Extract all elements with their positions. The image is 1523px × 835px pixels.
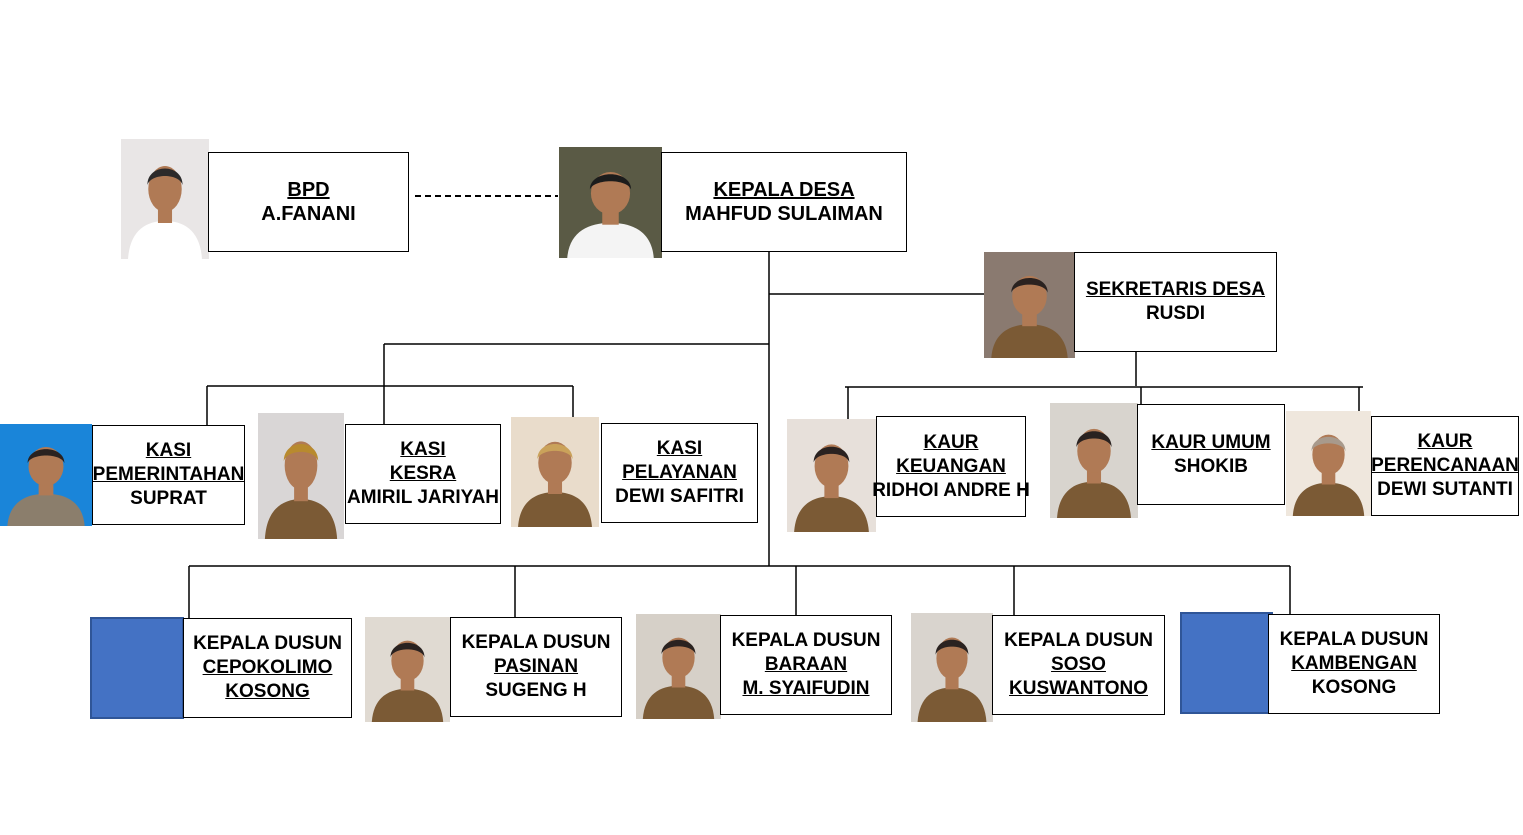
dusun-kambengan-vacant-placeholder [1180,612,1273,714]
bpd-name: A.FANANI [261,203,356,225]
kaur-umum-box: KAUR UMUM SHOKIB [1137,404,1285,505]
person-silhouette-icon [917,637,987,722]
person-silhouette-icon [642,637,715,719]
dusun-area: KAMBENGAN [1291,653,1417,674]
dusun-baraan-box: KEPALA DUSUN BARAAN M. SYAIFUDIN [720,615,892,715]
kasi-subtitle: KESRA [389,463,457,484]
person-silhouette-icon [1057,428,1131,518]
kepala-desa-photo [559,147,662,258]
kasi-name: SUPRAT [130,488,207,509]
sekretaris-photo [984,252,1075,358]
dusun-area: CEPOKOLIMO [202,657,333,678]
dusun-name: KOSONG [1311,677,1397,698]
dusun-name: KUSWANTONO [1009,678,1148,699]
kepala-desa-box: KEPALA DESA MAHFUD SULAIMAN [661,152,907,252]
kaur-keuangan-photo [787,419,876,532]
person-silhouette-icon [264,441,338,539]
bpd-title: BPD [287,179,330,201]
sekretaris-title: SEKRETARIS DESA [1085,279,1266,300]
dusun-area: PASINAN [493,656,579,677]
kasi-pemerintahan-box: KASI PEMERINTAHAN SUPRAT [92,425,245,525]
dusun-title: KEPALA DUSUN [461,632,611,653]
kasi-pelayanan-box: KASI PELAYANAN DEWI SAFITRI [601,423,758,523]
dusun-soso-box: KEPALA DUSUN SOSO KUSWANTONO [992,615,1165,715]
kasi-pelayanan-photo [511,417,599,527]
kasi-pemerintahan-photo [0,424,92,526]
person-silhouette-icon [567,171,654,258]
person-silhouette-icon [794,444,869,532]
dusun-kambengan-box: KEPALA DUSUN KAMBENGAN KOSONG [1268,614,1440,714]
kasi-name: DEWI SAFITRI [615,486,744,507]
kaur-perencanaan-photo [1286,411,1371,516]
kaur-title: KAUR UMUM [1151,431,1271,453]
person-silhouette-icon [128,166,202,259]
dusun-pasinan-photo [365,617,450,722]
sekretaris-box: SEKRETARIS DESA RUSDI [1074,252,1277,352]
kasi-subtitle: PELAYANAN [622,462,737,483]
dusun-name: M. SYAIFUDIN [742,678,870,699]
dusun-pasinan-box: KEPALA DUSUN PASINAN SUGENG H [450,617,622,717]
dusun-title: KEPALA DUSUN [1279,629,1429,650]
dusun-title: KEPALA DUSUN [731,630,881,651]
kaur-keuangan-box: KAUR KEUANGAN RIDHOI ANDRE H [872,416,1030,517]
kepala-desa-name: MAHFUD SULAIMAN [685,203,883,225]
bpd-photo [121,139,209,259]
kasi-name: AMIRIL JARIYAH [346,487,500,508]
dusun-cepokolimo-vacant-placeholder [90,617,184,719]
kaur-subtitle: PERENCANAAN [1371,455,1519,476]
dusun-soso-photo [911,613,993,722]
kasi-kesra-photo [258,413,344,539]
kasi-title: KASI [656,438,703,459]
person-silhouette-icon [991,275,1068,358]
dusun-name: KOSONG [225,681,310,702]
dusun-title: KEPALA DUSUN [193,633,342,654]
person-silhouette-icon [518,441,592,527]
sekretaris-name: RUSDI [1145,303,1206,324]
bpd-box: BPD A.FANANI [208,152,409,252]
person-silhouette-icon [7,446,85,526]
kaur-title: KAUR [1417,431,1473,452]
kaur-subtitle: KEUANGAN [896,455,1006,477]
kepala-desa-title: KEPALA DESA [713,179,855,201]
dusun-area: SOSO [1051,654,1106,675]
person-silhouette-icon [1292,434,1365,516]
kasi-title: KASI [145,440,192,461]
kaur-umum-photo [1050,403,1138,518]
dusun-name: SUGENG H [485,680,587,701]
kasi-subtitle: PEMERINTAHAN [92,464,245,485]
dusun-area: BARAAN [764,654,848,675]
kaur-name: DEWI SUTANTI [1377,479,1513,500]
kasi-kesra-box: KASI KESRA AMIRIL JARIYAH [345,424,501,524]
kaur-title: KAUR [923,431,979,453]
kasi-title: KASI [400,439,446,460]
kaur-name: SHOKIB [1174,455,1248,477]
dusun-baraan-photo [636,614,721,719]
kaur-name: RIDHOI ANDRE H [872,479,1030,501]
dusun-cepokolimo-box: KEPALA DUSUN CEPOKOLIMO KOSONG [183,618,352,718]
dusun-title: KEPALA DUSUN [1004,630,1153,651]
person-silhouette-icon [371,640,444,722]
kaur-perencanaan-box: KAUR PERENCANAAN DEWI SUTANTI [1371,416,1519,516]
